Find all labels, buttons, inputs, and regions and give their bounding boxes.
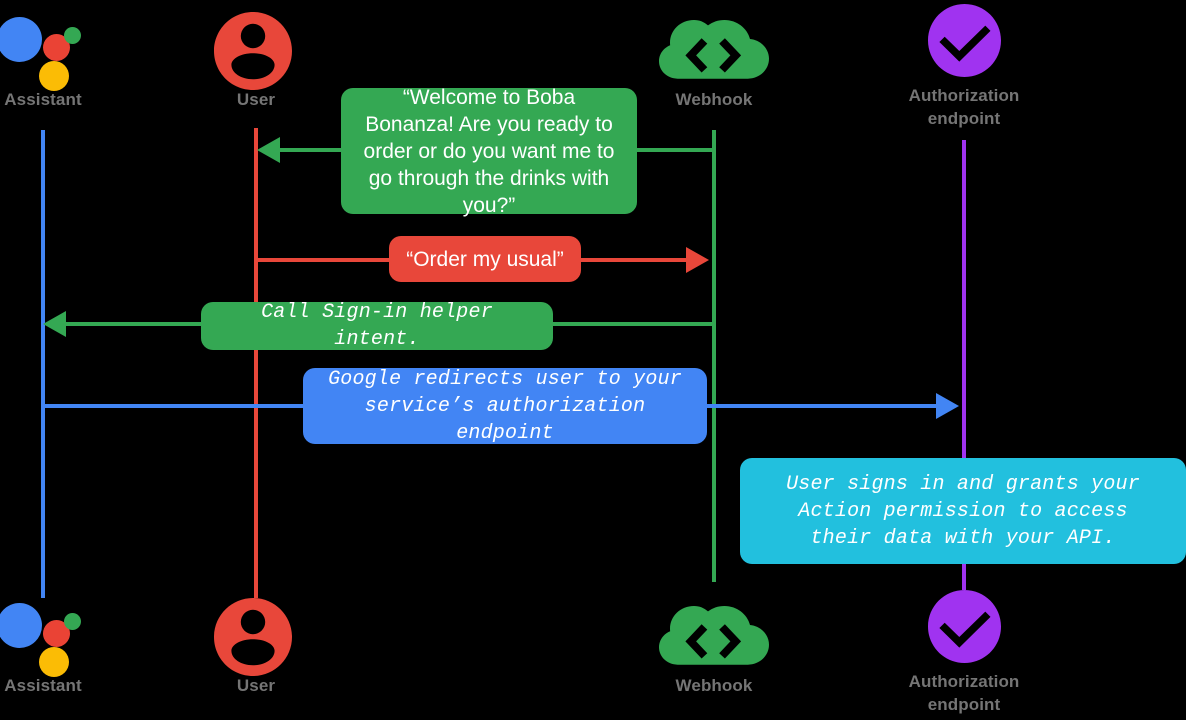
assistant-green-dot-icon bbox=[64, 27, 81, 44]
bubble-msg-welcome: “Welcome to Boba Bonanza! Are you ready … bbox=[341, 86, 637, 217]
assistant-blue-dot-icon bbox=[0, 603, 42, 648]
lifeline-assistant bbox=[41, 130, 45, 598]
bubble-msg-order: “Order my usual” bbox=[389, 236, 581, 282]
purple-check-icon-bottom bbox=[864, 586, 1064, 670]
actor-label-user-bottom: User bbox=[236, 676, 276, 695]
assistant-blue-dot-icon bbox=[0, 17, 42, 62]
lifeline-authz bbox=[962, 140, 966, 590]
actor-assistant-bottom: Assistant bbox=[0, 592, 143, 696]
cloud-code-icon bbox=[614, 6, 814, 90]
user-avatar-svg bbox=[214, 12, 292, 90]
arrow-head-msg-redirect bbox=[936, 393, 959, 419]
purple-check-icon bbox=[864, 0, 1064, 84]
lifeline-webhook bbox=[712, 130, 716, 582]
bubble-msg-redirect: Google redirects user to your service’s … bbox=[303, 368, 707, 445]
actor-label-authz: Authorization endpoint bbox=[908, 86, 1020, 128]
user-avatar-svg bbox=[214, 598, 292, 676]
arrow-head-msg-welcome bbox=[257, 137, 280, 163]
actor-user-top: User bbox=[156, 6, 356, 110]
bubble-msg-signin-intent: Call Sign-in helper intent. bbox=[201, 301, 553, 351]
arrow-head-msg-signin-intent bbox=[43, 311, 66, 337]
purple-check-svg bbox=[928, 4, 1001, 77]
cloud-code-svg bbox=[659, 606, 769, 665]
actor-label-user: User bbox=[236, 90, 276, 109]
cloud-code-icon-bottom bbox=[614, 592, 814, 676]
purple-check-svg bbox=[928, 590, 1001, 663]
bubble-msg-user-grants: User signs in and grants your Action per… bbox=[740, 458, 1186, 564]
actor-label-assistant-bottom: Assistant bbox=[4, 676, 82, 695]
actor-assistant-top: Assistant bbox=[0, 6, 143, 110]
actor-label-webhook-bottom: Webhook bbox=[675, 676, 753, 695]
user-avatar-icon bbox=[156, 6, 356, 90]
actor-webhook-top: Webhook bbox=[614, 6, 814, 110]
actor-label-assistant: Assistant bbox=[4, 90, 82, 109]
google-assistant-logo bbox=[0, 6, 143, 91]
arrow-head-msg-order bbox=[686, 247, 709, 273]
lifeline-user bbox=[254, 128, 258, 598]
actor-authz-top: Authorization endpoint bbox=[864, 0, 1064, 130]
assistant-green-dot-icon bbox=[64, 613, 81, 630]
cloud-code-svg bbox=[659, 20, 769, 79]
actor-authz-bottom: Authorization endpoint bbox=[864, 586, 1064, 716]
assistant-yellow-dot-icon bbox=[39, 647, 69, 677]
actor-user-bottom: User bbox=[156, 592, 356, 696]
actor-webhook-bottom: Webhook bbox=[614, 592, 814, 696]
actor-label-authz-bottom: Authorization endpoint bbox=[908, 672, 1020, 714]
actor-label-webhook: Webhook bbox=[675, 90, 753, 109]
google-assistant-logo-bottom bbox=[0, 592, 143, 677]
user-avatar-icon-bottom bbox=[156, 592, 356, 676]
assistant-yellow-dot-icon bbox=[39, 61, 69, 91]
